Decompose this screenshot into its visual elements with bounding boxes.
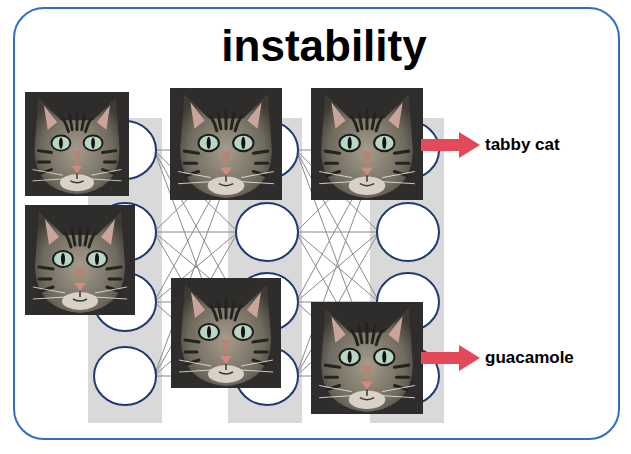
output-label: guacamole (485, 348, 574, 368)
output-arrows (421, 132, 480, 371)
output-label: tabby cat (485, 135, 560, 155)
diagram-title: instability (221, 21, 426, 71)
frame (14, 8, 619, 439)
cat-photos (25, 88, 423, 414)
